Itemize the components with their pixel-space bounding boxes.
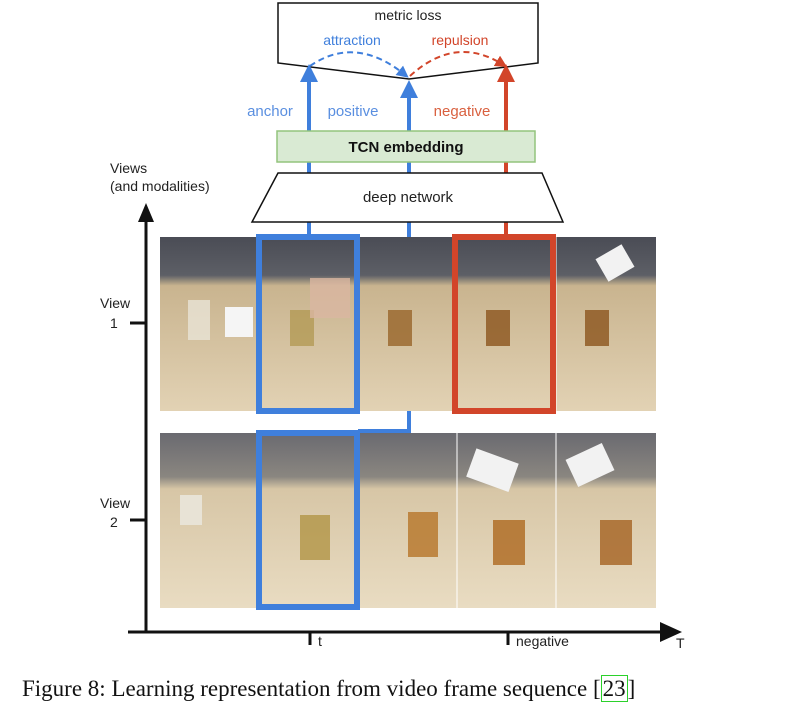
positive-label: positive — [328, 103, 379, 120]
negative-arrowhead — [497, 64, 515, 82]
attraction-arrow — [309, 51, 409, 78]
negative-label: negative — [434, 103, 491, 120]
positive-frame-box — [256, 430, 360, 610]
caption-close: ] — [627, 676, 636, 701]
attraction-label: attraction — [323, 32, 381, 48]
metric-loss-box — [277, 2, 539, 80]
figure-caption: Figure 8: Learning representation from v… — [22, 675, 636, 702]
repulsion-label: repulsion — [432, 32, 489, 48]
deep-network-box — [250, 172, 565, 223]
metric-loss-label: metric loss — [375, 7, 442, 23]
view2-number: 2 — [110, 514, 118, 530]
x-axis-label: T — [676, 635, 685, 651]
x-axis-arrowhead — [660, 622, 682, 642]
citation-link[interactable]: 23 — [600, 675, 628, 702]
view1-label: View — [100, 295, 131, 311]
positive-arrowhead — [400, 80, 418, 98]
view1-number: 1 — [110, 315, 118, 331]
anchor-arrowhead — [300, 64, 318, 82]
anchor-label: anchor — [247, 103, 293, 120]
negative-frame-box — [452, 234, 556, 414]
y-axis-arrowhead — [138, 203, 154, 222]
view1-frames — [160, 237, 656, 411]
y-axis-label: Views — [110, 160, 147, 176]
repulsion-arrow — [409, 51, 508, 77]
view2-label: View — [100, 495, 131, 511]
tcn-embedding-box — [276, 130, 536, 163]
y-axis-sublabel: (and modalities) — [110, 178, 210, 194]
negative-tick-label: negative — [516, 633, 569, 649]
view2-frames — [160, 433, 656, 608]
caption-text: Figure 8: Learning representation from v… — [22, 676, 601, 701]
tcn-embedding-label: TCN embedding — [349, 139, 464, 156]
deep-network-label: deep network — [363, 189, 454, 206]
anchor-frame-box — [256, 234, 360, 414]
t-tick-label: t — [318, 633, 322, 649]
